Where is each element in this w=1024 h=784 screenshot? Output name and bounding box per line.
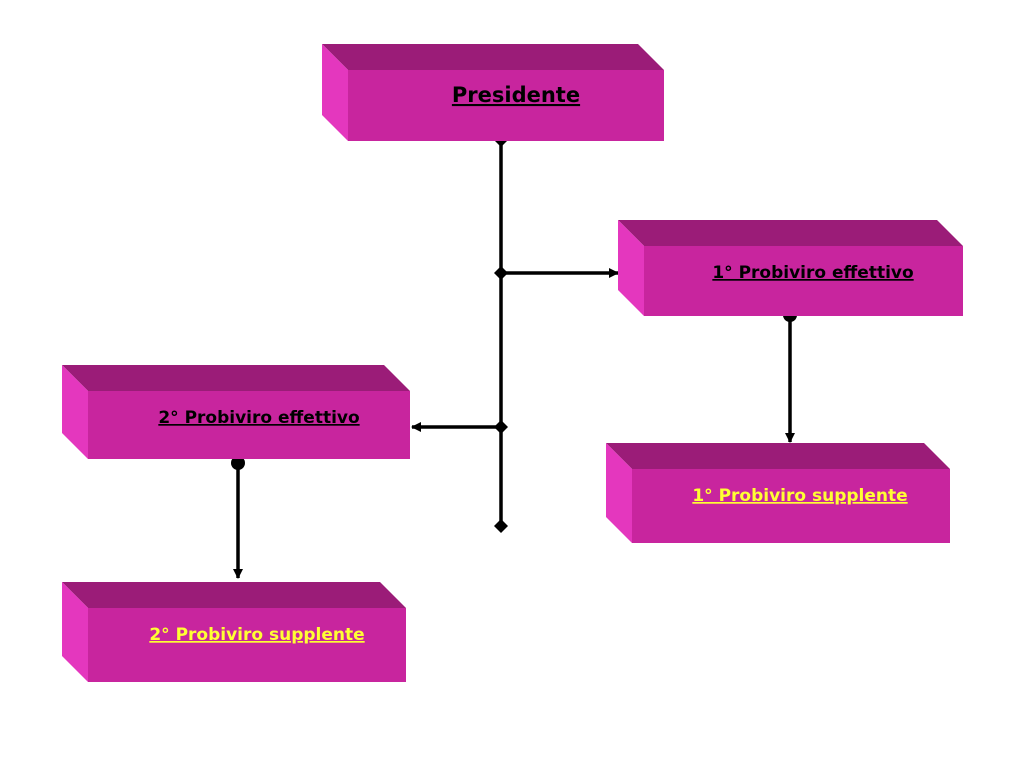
box-top-face bbox=[62, 365, 410, 391]
box-front-face bbox=[644, 246, 963, 316]
diamond-marker-bottom bbox=[494, 519, 508, 533]
diamond-marker-junction-1 bbox=[494, 266, 508, 280]
diamond-marker-junction-2 bbox=[494, 420, 508, 434]
box-front-face bbox=[88, 391, 410, 459]
box-front-face bbox=[348, 70, 664, 141]
node-probiviro-supplente-2: 2° Probiviro supplente bbox=[62, 582, 406, 682]
node-probiviro-supplente-1: 1° Probiviro supplente bbox=[606, 443, 950, 543]
box-top-face bbox=[62, 582, 406, 608]
connectors bbox=[233, 140, 795, 579]
box-side-face bbox=[618, 220, 644, 316]
probiviro-supplente-1-label: 1° Probiviro supplente bbox=[692, 486, 907, 506]
box-side-face bbox=[62, 365, 88, 459]
node-probiviro-effettivo-2: 2° Probiviro effettivo bbox=[62, 365, 410, 459]
box-top-face bbox=[606, 443, 950, 469]
box-side-face bbox=[62, 582, 88, 682]
probiviro-effettivo-1-label: 1° Probiviro effettivo bbox=[712, 263, 913, 283]
box-side-face bbox=[322, 44, 348, 141]
node-probiviro-effettivo-1: 1° Probiviro effettivo bbox=[618, 220, 963, 316]
presidente-label: Presidente bbox=[452, 83, 580, 107]
box-front-face bbox=[88, 608, 406, 682]
box-top-face bbox=[322, 44, 664, 70]
node-presidente: Presidente bbox=[322, 44, 664, 141]
dot-marker-effettivo-2 bbox=[231, 456, 245, 470]
box-front-face bbox=[632, 469, 950, 543]
box-top-face bbox=[618, 220, 963, 246]
probiviro-supplente-2-label: 2° Probiviro supplente bbox=[149, 625, 364, 645]
probiviro-effettivo-2-label: 2° Probiviro effettivo bbox=[158, 408, 359, 428]
box-side-face bbox=[606, 443, 632, 543]
